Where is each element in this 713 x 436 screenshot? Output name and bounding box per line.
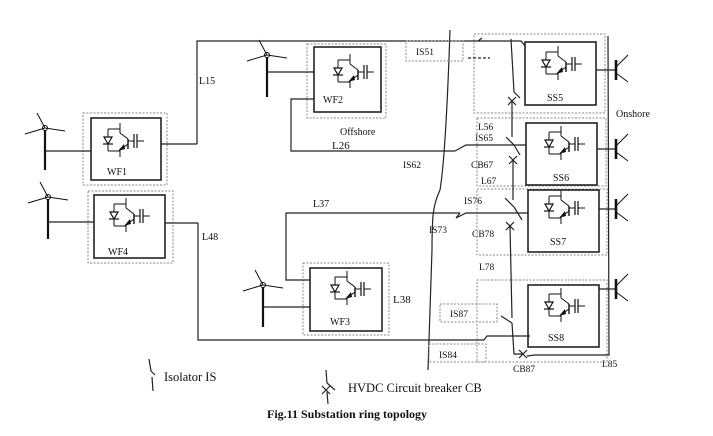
line-l67-label: L67	[481, 177, 497, 187]
isolator-is62-label: IS62	[403, 161, 421, 171]
legend-isolator-label: Isolator IS	[164, 370, 216, 384]
wind-farm-wf3: WF3	[302, 262, 390, 336]
breaker-cb78-label: CB78	[472, 230, 494, 240]
isolator-is73-label: IS73	[429, 226, 447, 236]
substation-ss8: SS8	[527, 284, 600, 348]
line-l26-label: L26	[332, 140, 350, 152]
wind-turbine-icon	[26, 180, 70, 241]
line-l85-label: L85	[602, 360, 618, 370]
wind-turbine-icon	[23, 111, 67, 172]
line-l78-label: L78	[479, 263, 495, 273]
ss5-label: SS5	[547, 93, 563, 104]
isolator-is76-label: IS76	[464, 197, 482, 207]
isolator-is51-label: IS51	[416, 48, 434, 58]
wind-farm-wf4: WF4	[87, 190, 174, 264]
legend-circuit-breaker: HVDC Circuit breaker CB	[321, 369, 482, 405]
offshore-label: Offshore	[340, 127, 376, 138]
substation-ss6: SS6	[525, 122, 598, 186]
legend-isolator: Isolator IS	[148, 358, 216, 392]
breaker-cb87-label: CB87	[513, 365, 535, 375]
line-l56-label: L56	[478, 123, 494, 133]
ss7-label: SS7	[550, 237, 566, 248]
wf1-label: WF1	[107, 167, 127, 178]
isolator-is65-label: IS65	[475, 134, 493, 144]
wf4-label: WF4	[108, 247, 128, 258]
wf3-label: WF3	[330, 317, 350, 328]
substation-ss7: SS7	[527, 189, 600, 253]
line-l15-label: L15	[199, 76, 215, 87]
wind-farm-wf1: WF1	[82, 112, 168, 186]
wf2-label: WF2	[323, 95, 343, 106]
isolator-is87-label: IS87	[450, 310, 468, 320]
isolator-is84-label: IS84	[439, 351, 457, 361]
ss6-label: SS6	[553, 173, 569, 184]
breaker-cb67-label: CB67	[471, 161, 493, 171]
line-l38-label: L38	[393, 294, 411, 306]
ss8-label: SS8	[548, 333, 564, 344]
substation-ss5: SS5	[524, 41, 597, 106]
wind-turbine-icon	[241, 268, 285, 329]
line-l37-label: L37	[313, 199, 329, 210]
line-l48-label: L48	[202, 232, 218, 243]
onshore-label: Onshore	[616, 109, 650, 120]
wind-turbine-icon	[245, 38, 289, 99]
wind-farm-wf2: WF2	[306, 43, 387, 119]
offshore-onshore-boundary	[427, 29, 451, 371]
figure-caption: Fig.11 Substation ring topology	[267, 407, 427, 421]
legend-circuit-breaker-label: HVDC Circuit breaker CB	[348, 381, 482, 395]
